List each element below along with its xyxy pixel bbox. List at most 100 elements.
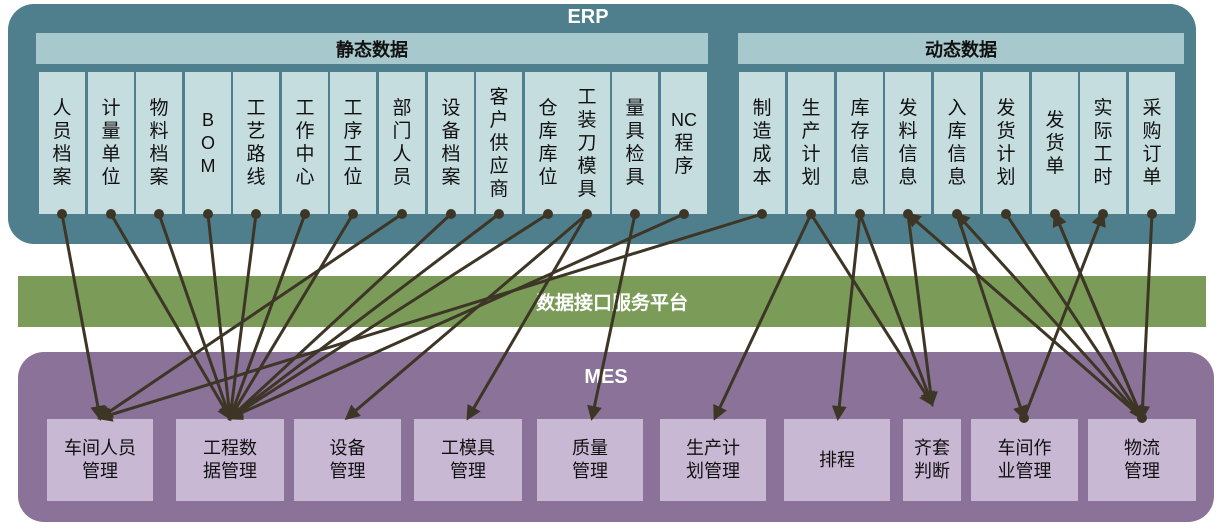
mes-module-label-line: 管理 bbox=[450, 461, 486, 482]
erp-item-char: 客 bbox=[489, 85, 509, 108]
erp-item-ruku: 入库信息 bbox=[934, 72, 980, 214]
erp-item-char: 本 bbox=[752, 166, 772, 188]
erp-item-char: 料 bbox=[898, 120, 918, 142]
erp-item-char: 模 bbox=[577, 154, 597, 177]
mes-module-label-line: 工程数 bbox=[203, 438, 257, 459]
erp-item-char: 程 bbox=[674, 131, 694, 154]
erp-item-char: 案 bbox=[52, 166, 72, 188]
erp-item-char: 单 bbox=[1142, 166, 1162, 188]
erp-item-char: 位 bbox=[538, 166, 558, 188]
erp-item-shiji: 实际工时 bbox=[1080, 72, 1126, 214]
erp-item-char: 商 bbox=[489, 177, 509, 200]
mes-module-chejianzuoye: 车间作业管理 bbox=[971, 419, 1078, 501]
erp-item-gongzuo: 工作中心 bbox=[282, 72, 328, 214]
erp-item-char: 实 bbox=[1093, 97, 1113, 119]
mes-title: MES bbox=[584, 366, 628, 388]
erp-item-bumen: 部门人员 bbox=[379, 72, 425, 214]
erp-item-char: 库 bbox=[538, 143, 558, 165]
mes-module-gongmoju: 工模具管理 bbox=[414, 419, 522, 501]
dynamic-data-header: 动态数据 bbox=[738, 33, 1184, 64]
erp-item-char: 序 bbox=[343, 120, 363, 142]
erp-item-char: 仓 bbox=[538, 97, 558, 119]
erp-item-char: 计 bbox=[801, 143, 821, 165]
mes-module-label-line: 判断 bbox=[914, 461, 950, 482]
erp-item-char: 信 bbox=[898, 143, 918, 165]
erp-item-char: 心 bbox=[295, 166, 315, 188]
erp-item-char: 划 bbox=[996, 166, 1016, 188]
erp-item-char: 供 bbox=[489, 131, 509, 154]
mes-module-label-line: 据管理 bbox=[203, 461, 257, 482]
erp-item-char: 发 bbox=[898, 97, 918, 119]
mes-module-label-line: 质量 bbox=[572, 438, 608, 459]
mes-module-label-line: 管理 bbox=[82, 461, 118, 482]
erp-item-char: 货 bbox=[996, 120, 1016, 142]
erp-item-char: 制 bbox=[752, 97, 772, 119]
erp-item-char: 工 bbox=[246, 97, 266, 119]
mes-module-chejianrenyuan: 车间人员管理 bbox=[47, 419, 153, 501]
erp-item-char: 设 bbox=[441, 97, 461, 119]
erp-item-shebei: 设备档案 bbox=[428, 72, 474, 214]
erp-item-char: 路 bbox=[246, 143, 266, 165]
erp-item-char: 中 bbox=[295, 143, 315, 165]
erp-item-gongzhuang: 工装刀模具 bbox=[564, 72, 610, 214]
erp-item-char: 料 bbox=[149, 120, 169, 142]
erp-item-char: 计 bbox=[101, 97, 121, 119]
erp-item-char: 门 bbox=[392, 120, 412, 142]
erp-item-char: 量 bbox=[101, 120, 121, 142]
mes-module-label-line: 车间人员 bbox=[64, 438, 136, 459]
erp-item-char: 线 bbox=[246, 166, 266, 188]
erp-title: ERP bbox=[567, 6, 609, 28]
erp-item-char: 息 bbox=[898, 166, 918, 188]
mes-module-wuliu: 物流管理 bbox=[1088, 419, 1196, 501]
erp-item-char: 检 bbox=[625, 143, 645, 165]
erp-item-char: 货 bbox=[1045, 131, 1065, 154]
erp-item-char: 采 bbox=[1142, 97, 1162, 119]
erp-item-char: O bbox=[200, 132, 215, 153]
erp-item-char: 库 bbox=[947, 120, 967, 142]
erp-item-char: 应 bbox=[489, 154, 509, 177]
erp-item-char: 际 bbox=[1093, 120, 1113, 142]
erp-item-char: 划 bbox=[801, 166, 821, 188]
erp-item-char: 人 bbox=[392, 143, 412, 165]
erp-item-char: 单 bbox=[1045, 154, 1065, 177]
erp-item-char: 艺 bbox=[246, 120, 266, 142]
erp-item-char: 发 bbox=[1045, 108, 1065, 131]
erp-item-char: 时 bbox=[1093, 166, 1113, 188]
erp-item-char: 库 bbox=[850, 97, 870, 119]
mes-module-label-line: 管理 bbox=[572, 461, 608, 482]
erp-item-fahuojihua: 发货计划 bbox=[983, 72, 1029, 214]
erp-item-char: B bbox=[201, 109, 214, 130]
erp-item-char: 序 bbox=[674, 154, 694, 177]
erp-item-char: 具 bbox=[625, 166, 645, 188]
mes-module-label-line: 排程 bbox=[819, 449, 855, 471]
erp-item-char: NC bbox=[671, 109, 697, 130]
erp-item-char: 具 bbox=[625, 120, 645, 142]
mes-module-label-line: 划管理 bbox=[686, 461, 740, 482]
erp-item-char: 作 bbox=[295, 120, 315, 142]
erp-item-caigou: 采购订单 bbox=[1129, 72, 1175, 214]
mes-module-label-line: 管理 bbox=[1124, 461, 1160, 482]
static-data-header: 静态数据 bbox=[36, 33, 708, 64]
erp-item-kehu: 客户供应商 bbox=[476, 72, 522, 214]
data-interface-platform: 数据接口服务平台 bbox=[18, 276, 1206, 327]
mes-module-qitao: 齐套判断 bbox=[903, 419, 961, 501]
erp-item-char: M bbox=[200, 155, 216, 176]
mes-module-gongcheng: 工程数据管理 bbox=[176, 419, 284, 501]
erp-item-jiliang: 计量单位 bbox=[88, 72, 134, 214]
erp-item-zhizao: 制造成本 bbox=[739, 72, 785, 214]
mes-module-label-line: 车间作 bbox=[997, 438, 1052, 459]
erp-item-char: 存 bbox=[850, 120, 870, 142]
erp-item-char: 案 bbox=[441, 166, 461, 188]
erp-item-char: 档 bbox=[52, 143, 72, 165]
mes-module-shengchanjihua: 生产计划管理 bbox=[660, 419, 766, 501]
erp-item-char: 位 bbox=[343, 166, 363, 188]
erp-item-char: 物 bbox=[149, 97, 169, 119]
mes-module-label-line: 生产计 bbox=[686, 438, 740, 459]
mes-module-label-line: 工模具 bbox=[441, 438, 495, 459]
erp-item-liangju: 量具检具 bbox=[612, 72, 658, 214]
erp-item-faliao: 发料信息 bbox=[885, 72, 931, 214]
erp-item-char: 购 bbox=[1142, 120, 1162, 142]
erp-item-char: 档 bbox=[149, 143, 169, 165]
mes-module-label-line: 物流 bbox=[1124, 438, 1160, 459]
